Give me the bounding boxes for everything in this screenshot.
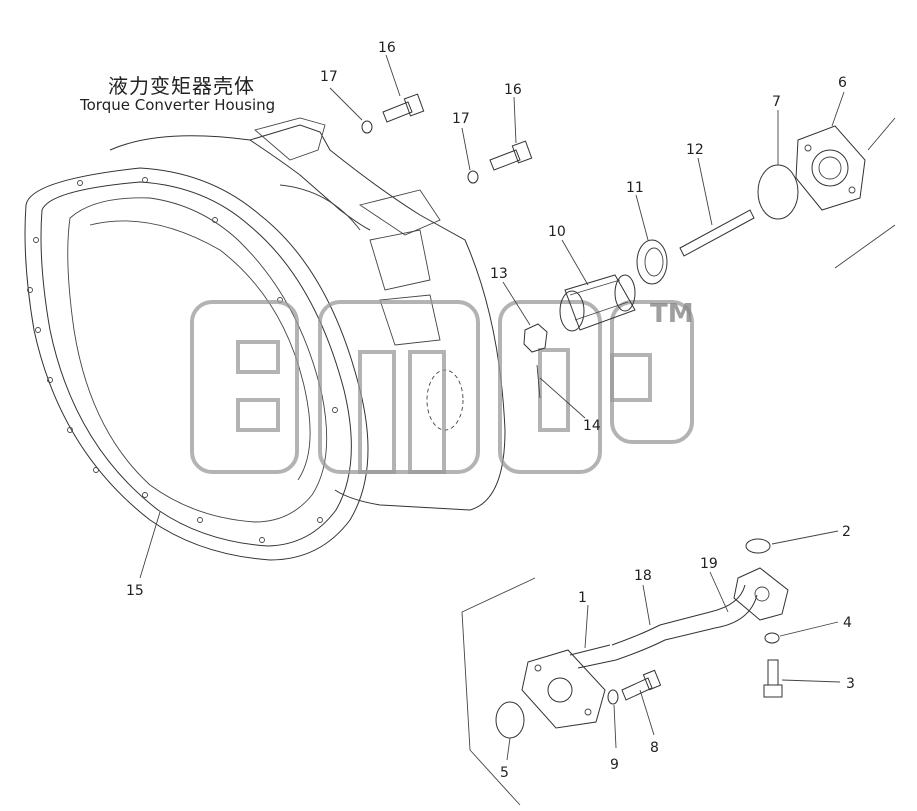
o-ring-2 [745, 538, 771, 554]
diagram-title-chinese: 液力变矩器壳体 [108, 74, 255, 98]
diagram-title-english: Torque Converter Housing [80, 96, 276, 114]
housing-15 [24, 117, 506, 561]
callout-4: 4 [843, 615, 852, 631]
o-ring-5 [495, 701, 525, 739]
callout-2: 2 [842, 524, 851, 540]
callout-19: 19 [700, 556, 718, 572]
bolt-16-upper [382, 93, 425, 123]
bolt-8 [621, 669, 662, 701]
bolt-16-lower [489, 140, 533, 171]
callout-14: 14 [583, 418, 601, 434]
filter-element-10 [559, 274, 636, 332]
pipe-18 [611, 611, 716, 661]
seal-ring-11 [636, 239, 668, 285]
trademark-symbol: TM [650, 299, 694, 329]
callout-13: 13 [490, 266, 508, 282]
pipe-flange-1 [521, 649, 606, 729]
bolt-3 [763, 659, 783, 698]
callout-1: 1 [578, 590, 587, 606]
callout-3: 3 [846, 676, 855, 692]
axis-bracket-right [834, 117, 896, 269]
pipe-end-flange [733, 567, 789, 621]
callout-10: 10 [548, 224, 566, 240]
watermark-logo [190, 300, 694, 474]
callout-16-lower: 16 [504, 82, 522, 98]
callout-17-upper: 17 [320, 69, 338, 85]
callout-17-lower: 17 [452, 111, 470, 127]
callout-16-upper: 16 [378, 40, 396, 56]
callout-15: 15 [126, 583, 144, 599]
stud-rod-12 [679, 209, 755, 257]
cover-plate-6 [795, 125, 866, 211]
callout-9: 9 [610, 757, 619, 773]
callout-6: 6 [838, 75, 847, 91]
callout-5: 5 [500, 765, 509, 781]
washer-9 [607, 689, 619, 705]
callout-12: 12 [686, 142, 704, 158]
washer-17-upper [361, 120, 373, 134]
axis-bracket-lower [461, 577, 536, 806]
nut-13 [523, 323, 548, 353]
callout-18: 18 [634, 568, 652, 584]
pipe-19 [709, 584, 758, 629]
leader-lines [139, 54, 845, 761]
washer-4 [764, 632, 780, 644]
o-ring-7 [757, 164, 799, 220]
callout-11: 11 [626, 180, 644, 196]
callout-8: 8 [650, 740, 659, 756]
washer-17-lower [467, 170, 479, 184]
callout-7: 7 [772, 94, 781, 110]
pipe-1 [569, 644, 617, 669]
